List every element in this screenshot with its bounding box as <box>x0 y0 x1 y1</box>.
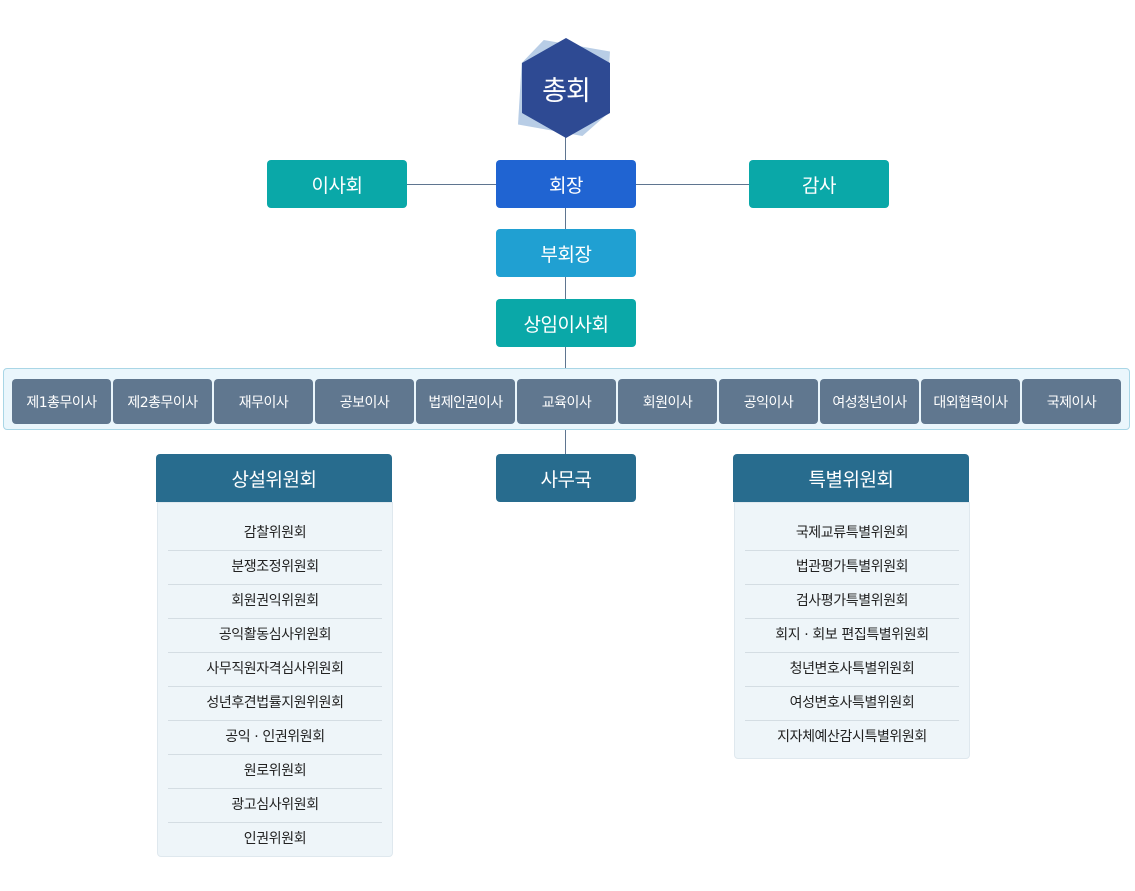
list-item[interactable]: 여성변호사특별위원회 <box>745 687 959 721</box>
connector-president-to-auditor <box>635 184 750 185</box>
connector-president-to-vp <box>565 207 566 230</box>
president-node[interactable]: 회장 <box>496 160 636 208</box>
board-of-directors-node[interactable]: 이사회 <box>267 160 407 208</box>
list-item[interactable]: 성년후견법률지원위원회 <box>168 687 382 721</box>
director-node[interactable]: 제2총무이사 <box>113 379 212 424</box>
directors-strip: 제1총무이사 제2총무이사 재무이사 공보이사 법제인권이사 교육이사 회원이사… <box>3 368 1130 430</box>
connector-board-to-president <box>407 184 497 185</box>
general-assembly-node[interactable]: 총회 <box>514 38 618 140</box>
director-node[interactable]: 공보이사 <box>315 379 414 424</box>
connector-vp-to-standing-board <box>565 276 566 300</box>
director-node[interactable]: 여성청년이사 <box>820 379 919 424</box>
list-item[interactable]: 분쟁조정위원회 <box>168 551 382 585</box>
list-item[interactable]: 국제교류특별위원회 <box>745 517 959 551</box>
auditor-node[interactable]: 감사 <box>749 160 889 208</box>
list-item[interactable]: 법관평가특별위원회 <box>745 551 959 585</box>
special-committees-header[interactable]: 특별위원회 <box>733 454 969 502</box>
standing-committees-header[interactable]: 상설위원회 <box>156 454 392 502</box>
list-item[interactable]: 인권위원회 <box>243 831 307 847</box>
director-node[interactable]: 제1총무이사 <box>12 379 111 424</box>
director-node[interactable]: 공익이사 <box>719 379 818 424</box>
list-item[interactable]: 원로위원회 <box>168 755 382 789</box>
list-item[interactable]: 검사평가특별위원회 <box>745 585 959 619</box>
standing-board-node[interactable]: 상임이사회 <box>496 299 636 347</box>
director-node[interactable]: 국제이사 <box>1022 379 1121 424</box>
director-node[interactable]: 법제인권이사 <box>416 379 515 424</box>
list-item[interactable]: 사무직원자격심사위원회 <box>168 653 382 687</box>
general-assembly-label: 총회 <box>522 38 610 138</box>
connector-standing-board-to-directors <box>565 346 566 369</box>
secretariat-node[interactable]: 사무국 <box>496 454 636 502</box>
list-item[interactable]: 회원권익위원회 <box>168 585 382 619</box>
list-item[interactable]: 지자체예산감시특별위원회 <box>777 729 927 745</box>
list-item[interactable]: 청년변호사특별위원회 <box>745 653 959 687</box>
connector-top-to-president <box>565 136 566 160</box>
director-node[interactable]: 재무이사 <box>214 379 313 424</box>
director-node[interactable]: 회원이사 <box>618 379 717 424</box>
list-item[interactable]: 광고심사위원회 <box>168 789 382 823</box>
director-node[interactable]: 교육이사 <box>517 379 616 424</box>
vice-president-node[interactable]: 부회장 <box>496 229 636 277</box>
list-item[interactable]: 감찰위원회 <box>168 517 382 551</box>
connector-directors-to-secretariat <box>565 430 566 455</box>
list-item[interactable]: 공익 · 인권위원회 <box>168 721 382 755</box>
special-committees-list: 국제교류특별위원회 법관평가특별위원회 검사평가특별위원회 회지 · 회보 편집… <box>734 502 970 759</box>
director-node[interactable]: 대외협력이사 <box>921 379 1020 424</box>
list-item[interactable]: 회지 · 회보 편집특별위원회 <box>745 619 959 653</box>
standing-committees-list: 감찰위원회 분쟁조정위원회 회원권익위원회 공익활동심사위원회 사무직원자격심사… <box>157 502 393 857</box>
list-item[interactable]: 공익활동심사위원회 <box>168 619 382 653</box>
